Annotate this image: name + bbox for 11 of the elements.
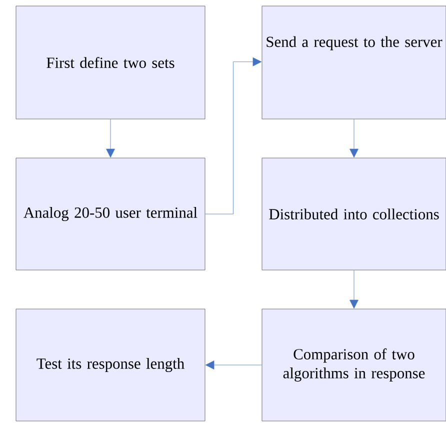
arrow	[106, 119, 115, 158]
process-box: Send a request to the server	[262, 6, 446, 120]
process-box: Analog 20-50 user terminal	[16, 158, 206, 270]
process-box: Comparison of two algorithms in response	[262, 308, 446, 422]
arrow	[205, 57, 262, 214]
arrow	[350, 270, 358, 309]
process-box: Test its response length	[16, 308, 206, 422]
process-box: First define two sets	[16, 6, 206, 120]
arrow	[350, 119, 358, 158]
process-box: Distributed into collections	[262, 158, 446, 270]
arrow	[205, 360, 262, 370]
